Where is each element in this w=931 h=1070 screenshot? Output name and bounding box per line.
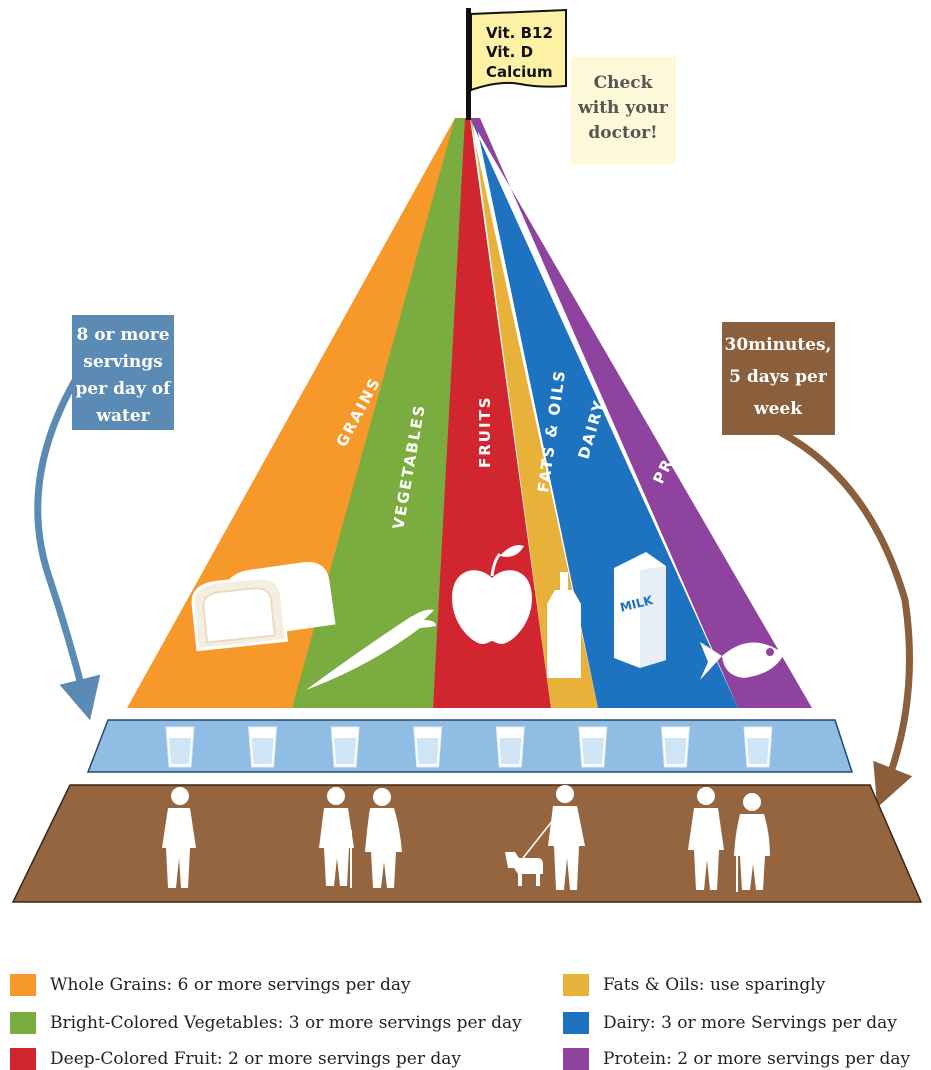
water-box-line-3: per day of: [76, 379, 173, 399]
legend-item-fruits: Deep-Colored Fruit: 2 or more servings p…: [10, 1048, 461, 1070]
water-glass-icon: [413, 726, 443, 768]
band-label-fruits: FRUITS: [476, 395, 494, 468]
doctor-note-line-2: with your: [577, 98, 669, 118]
legend-label-fruits: Deep-Colored Fruit: 2 or more servings p…: [50, 1049, 461, 1069]
walking-person-icon: [365, 788, 402, 888]
flag-line-2: Vit. D: [486, 43, 533, 61]
legend-swatch-vegetables: [10, 1012, 36, 1034]
flag-line-3: Calcium: [486, 63, 553, 81]
flag-line-1: Vit. B12: [486, 24, 553, 42]
legend-swatch-grains: [10, 974, 36, 996]
walking-person-icon: [734, 793, 770, 892]
water-arrow: [34, 370, 101, 721]
band-vegetables: [292, 118, 470, 708]
doctor-note-box: [571, 57, 676, 164]
walking-person-icon: [688, 787, 724, 890]
oil-bottle-icon: [547, 572, 581, 678]
walking-person-icon: [319, 787, 354, 888]
bread-icon: [191, 562, 336, 652]
water-box-line-2: servings: [83, 352, 163, 372]
water-glass-icon: [660, 726, 690, 768]
legend-item-fats: Fats & Oils: use sparingly: [563, 974, 825, 996]
water-tier: [86, 719, 854, 773]
legend-item-protein: Protein: 2 or more servings per day: [563, 1048, 910, 1070]
milk-carton-icon: MILK: [614, 552, 666, 668]
walking-person-icon: [162, 787, 196, 888]
doctor-note-line-1: Check: [594, 73, 654, 93]
water-glasses: [165, 726, 773, 768]
walking-person-icon: [522, 785, 585, 890]
band-grains: [127, 118, 470, 708]
doctor-note: Check with your doctor!: [571, 57, 676, 164]
doctor-note-line-3: doctor!: [588, 123, 657, 143]
water-glass-icon: [743, 726, 773, 768]
legend-swatch-fruits: [10, 1048, 36, 1070]
carrot-icon: [306, 609, 436, 690]
pyramid-bands: [127, 118, 812, 708]
legend-swatch-dairy: [563, 1012, 589, 1034]
activity-box-line-2: 5 days per: [729, 367, 828, 387]
activity-box-line-1: 30minutes,: [725, 335, 832, 355]
legend-label-protein: Protein: 2 or more servings per day: [603, 1049, 911, 1069]
legend-item-grains: Whole Grains: 6 or more servings per day: [10, 974, 411, 996]
water-glass-icon: [248, 726, 278, 768]
water-callout: 8 or more servings per day of water: [34, 315, 174, 721]
activity-callout: 30minutes, 5 days per week: [722, 322, 913, 808]
legend-swatch-fats: [563, 974, 589, 996]
activity-arrow: [778, 428, 913, 808]
fish-icon: [700, 642, 784, 680]
water-tier-band: [86, 719, 854, 773]
legend-label-vegetables: Bright-Colored Vegetables: 3 or more ser…: [50, 1013, 522, 1033]
legend-item-vegetables: Bright-Colored Vegetables: 3 or more ser…: [10, 1012, 522, 1034]
legend-label-grains: Whole Grains: 6 or more servings per day: [50, 975, 411, 995]
band-dairy: [470, 118, 738, 708]
water-box: [72, 315, 174, 430]
activity-box-line-3: week: [753, 399, 803, 419]
flag: Vit. B12 Vit. D Calcium: [466, 8, 567, 120]
water-box-line-1: 8 or more: [76, 325, 169, 345]
apple-icon: [452, 545, 532, 644]
legend-item-dairy: Dairy: 3 or more Servings per day: [563, 1012, 897, 1034]
band-protein: [470, 118, 812, 708]
legend-label-dairy: Dairy: 3 or more Servings per day: [603, 1013, 897, 1033]
legend-label-fats: Fats & Oils: use sparingly: [603, 975, 826, 995]
water-glass-icon: [578, 726, 608, 768]
water-glass-icon: [330, 726, 360, 768]
legend-swatch-protein: [563, 1048, 589, 1070]
water-glass-icon: [165, 726, 195, 768]
dog-icon: [505, 852, 543, 886]
flag-pole: [466, 8, 471, 120]
water-glass-icon: [495, 726, 525, 768]
activity-tier: [11, 784, 923, 903]
flag-cloth: [470, 8, 567, 92]
band-fats: [470, 118, 598, 708]
band-fruits: [433, 118, 551, 708]
activity-box: [722, 322, 835, 435]
water-box-line-4: water: [95, 406, 150, 426]
